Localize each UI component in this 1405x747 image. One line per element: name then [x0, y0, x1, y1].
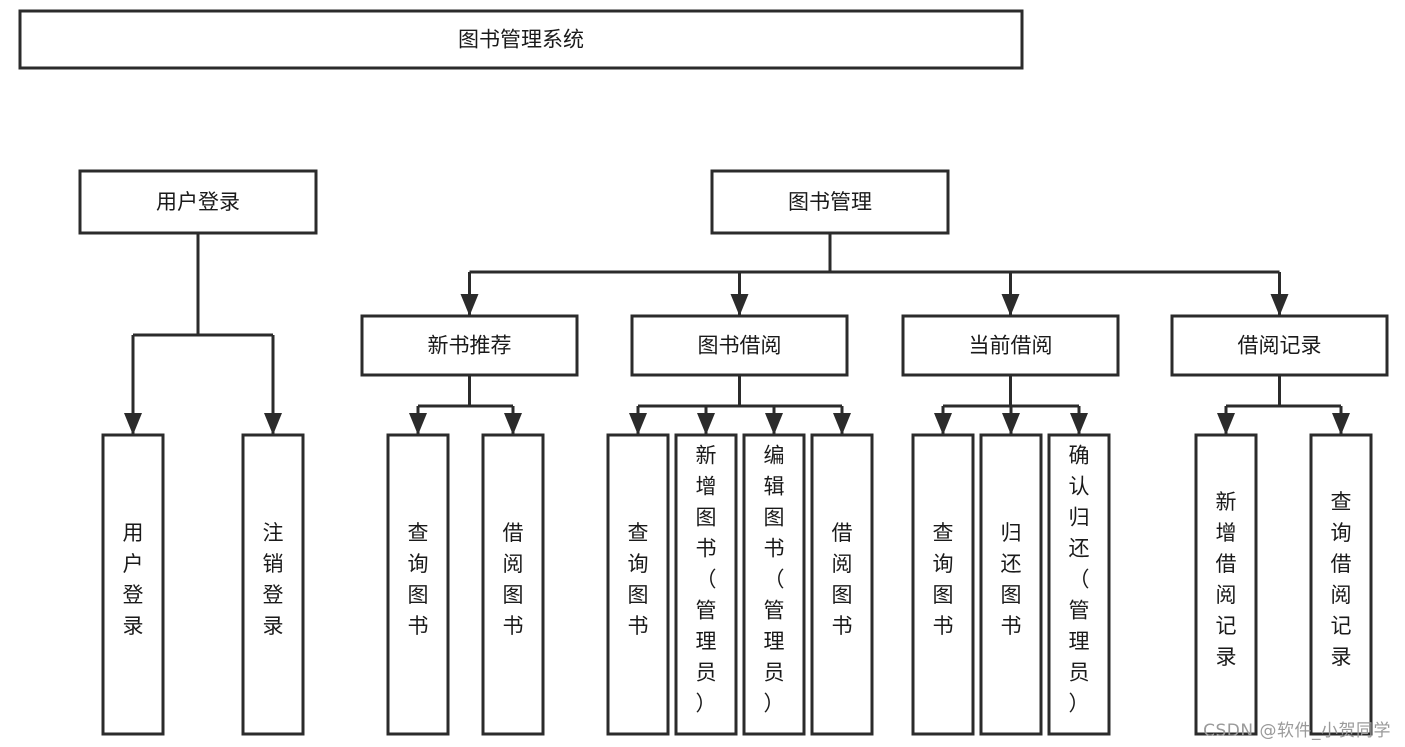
- root-node-book-management-system-label: 图书管理系统: [458, 28, 584, 52]
- level2-node-book-manage-box[interactable]: [710, 169, 950, 235]
- leaf-node-leaf-user-login-label: 用户登录: [123, 521, 144, 638]
- level3-node-book-borrow[interactable]: 图书借阅: [630, 314, 849, 377]
- arrow-head-icon: [833, 413, 851, 435]
- leaf-node-leaf-user-login-box[interactable]: [101, 433, 165, 736]
- level2-node-user-login-box[interactable]: [78, 169, 318, 235]
- leaf-node-leaf-confirm-return-box[interactable]: [1047, 433, 1111, 736]
- leaf-node-leaf-borrow-book-2-box[interactable]: [810, 433, 874, 736]
- leaf-node-leaf-user-login[interactable]: 用户登录: [101, 433, 165, 736]
- level3-node-current-borrow[interactable]: 当前借阅: [901, 314, 1120, 377]
- leaf-node-leaf-borrow-book-2-label: 借阅图书: [832, 521, 853, 638]
- level2-node-user-login-label: 用户登录: [156, 190, 240, 214]
- leaf-node-leaf-add-book-box[interactable]: [674, 433, 738, 736]
- leaf-node-leaf-query-book-1[interactable]: 查询图书: [386, 433, 450, 736]
- level3-node-book-borrow-box[interactable]: [630, 314, 849, 377]
- leaf-node-leaf-query-book-3-label: 查询图书: [933, 521, 954, 638]
- arrow-head-icon: [1217, 413, 1235, 435]
- leaf-node-leaf-return-book[interactable]: 归还图书: [979, 433, 1043, 736]
- level3-node-new-book-recommend-box[interactable]: [360, 314, 579, 377]
- arrow-head-icon: [1070, 413, 1088, 435]
- level3-node-current-borrow-box[interactable]: [901, 314, 1120, 377]
- leaf-node-leaf-query-record[interactable]: 查询借阅记录: [1309, 433, 1373, 736]
- arrow-head-icon: [730, 294, 749, 316]
- leaf-node-leaf-return-book-box[interactable]: [979, 433, 1043, 736]
- arrow-head-icon: [1002, 413, 1020, 435]
- leaf-node-leaf-borrow-book-1[interactable]: 借阅图书: [481, 433, 545, 736]
- arrow-head-icon: [1001, 294, 1020, 316]
- level3-node-current-borrow-label: 当前借阅: [969, 334, 1053, 358]
- arrow-head-icon: [504, 413, 522, 435]
- arrow-head-icon: [460, 294, 479, 316]
- level3-node-borrow-record[interactable]: 借阅记录: [1170, 314, 1389, 377]
- leaf-node-leaf-query-book-1-box[interactable]: [386, 433, 450, 736]
- leaf-node-leaf-query-record-label: 查询借阅记录: [1331, 490, 1352, 669]
- level2-node-user-login[interactable]: 用户登录: [78, 169, 318, 235]
- arrow-head-icon: [124, 413, 142, 435]
- arrow-head-icon: [264, 413, 282, 435]
- leaf-node-leaf-return-book-label: 归还图书: [1001, 521, 1022, 638]
- level3-node-new-book-recommend[interactable]: 新书推荐: [360, 314, 579, 377]
- arrow-head-icon: [697, 413, 715, 435]
- leaf-node-leaf-query-record-box[interactable]: [1309, 433, 1373, 736]
- leaf-node-leaf-add-book-label: 新增图书（管理员）: [696, 444, 717, 716]
- arrow-head-icon: [765, 413, 783, 435]
- root-node-book-management-system[interactable]: 图书管理系统: [18, 9, 1024, 70]
- leaf-node-leaf-confirm-return[interactable]: 确认归还（管理员）: [1047, 433, 1111, 736]
- connector-layer: [124, 233, 1350, 435]
- level2-node-book-manage-label: 图书管理: [788, 190, 872, 214]
- arrow-head-icon: [934, 413, 952, 435]
- arrow-head-icon: [409, 413, 427, 435]
- arrow-head-icon: [629, 413, 647, 435]
- level3-node-borrow-record-label: 借阅记录: [1238, 334, 1322, 358]
- leaf-node-leaf-borrow-book-1-label: 借阅图书: [503, 521, 524, 638]
- leaf-node-leaf-query-book-2-box[interactable]: [606, 433, 670, 736]
- leaf-node-leaf-confirm-return-label: 确认归还（管理员）: [1069, 444, 1090, 716]
- level3-node-borrow-record-box[interactable]: [1170, 314, 1389, 377]
- leaf-node-leaf-edit-book-box[interactable]: [742, 433, 806, 736]
- root-node-book-management-system-box[interactable]: [18, 9, 1024, 70]
- arrow-head-icon: [1270, 294, 1289, 316]
- leaf-node-leaf-logout-box[interactable]: [241, 433, 305, 736]
- leaf-node-leaf-borrow-book-2[interactable]: 借阅图书: [810, 433, 874, 736]
- leaf-node-leaf-logout[interactable]: 注销登录: [241, 433, 305, 736]
- leaf-node-leaf-add-book[interactable]: 新增图书（管理员）: [674, 433, 738, 736]
- leaf-node-leaf-add-record[interactable]: 新增借阅记录: [1194, 433, 1258, 736]
- leaf-node-leaf-query-book-3-box[interactable]: [911, 433, 975, 736]
- leaf-node-leaf-logout-label: 注销登录: [263, 521, 284, 638]
- level2-node-book-manage[interactable]: 图书管理: [710, 169, 950, 235]
- leaf-node-leaf-query-book-2-label: 查询图书: [628, 521, 649, 638]
- arrow-head-icon: [1332, 413, 1350, 435]
- leaf-node-leaf-edit-book[interactable]: 编辑图书（管理员）: [742, 433, 806, 736]
- leaf-node-leaf-add-record-box[interactable]: [1194, 433, 1258, 736]
- node-layer: 图书管理系统用户登录图书管理新书推荐图书借阅当前借阅借阅记录用户登录注销登录查询…: [18, 9, 1389, 736]
- level3-node-book-borrow-label: 图书借阅: [698, 334, 782, 358]
- leaf-node-leaf-query-book-3[interactable]: 查询图书: [911, 433, 975, 736]
- leaf-node-leaf-add-record-label: 新增借阅记录: [1216, 490, 1237, 669]
- leaf-node-leaf-edit-book-label: 编辑图书（管理员）: [764, 444, 785, 716]
- level3-node-new-book-recommend-label: 新书推荐: [428, 334, 512, 358]
- leaf-node-leaf-query-book-1-label: 查询图书: [408, 521, 429, 638]
- leaf-node-leaf-query-book-2[interactable]: 查询图书: [606, 433, 670, 736]
- leaf-node-leaf-borrow-book-1-box[interactable]: [481, 433, 545, 736]
